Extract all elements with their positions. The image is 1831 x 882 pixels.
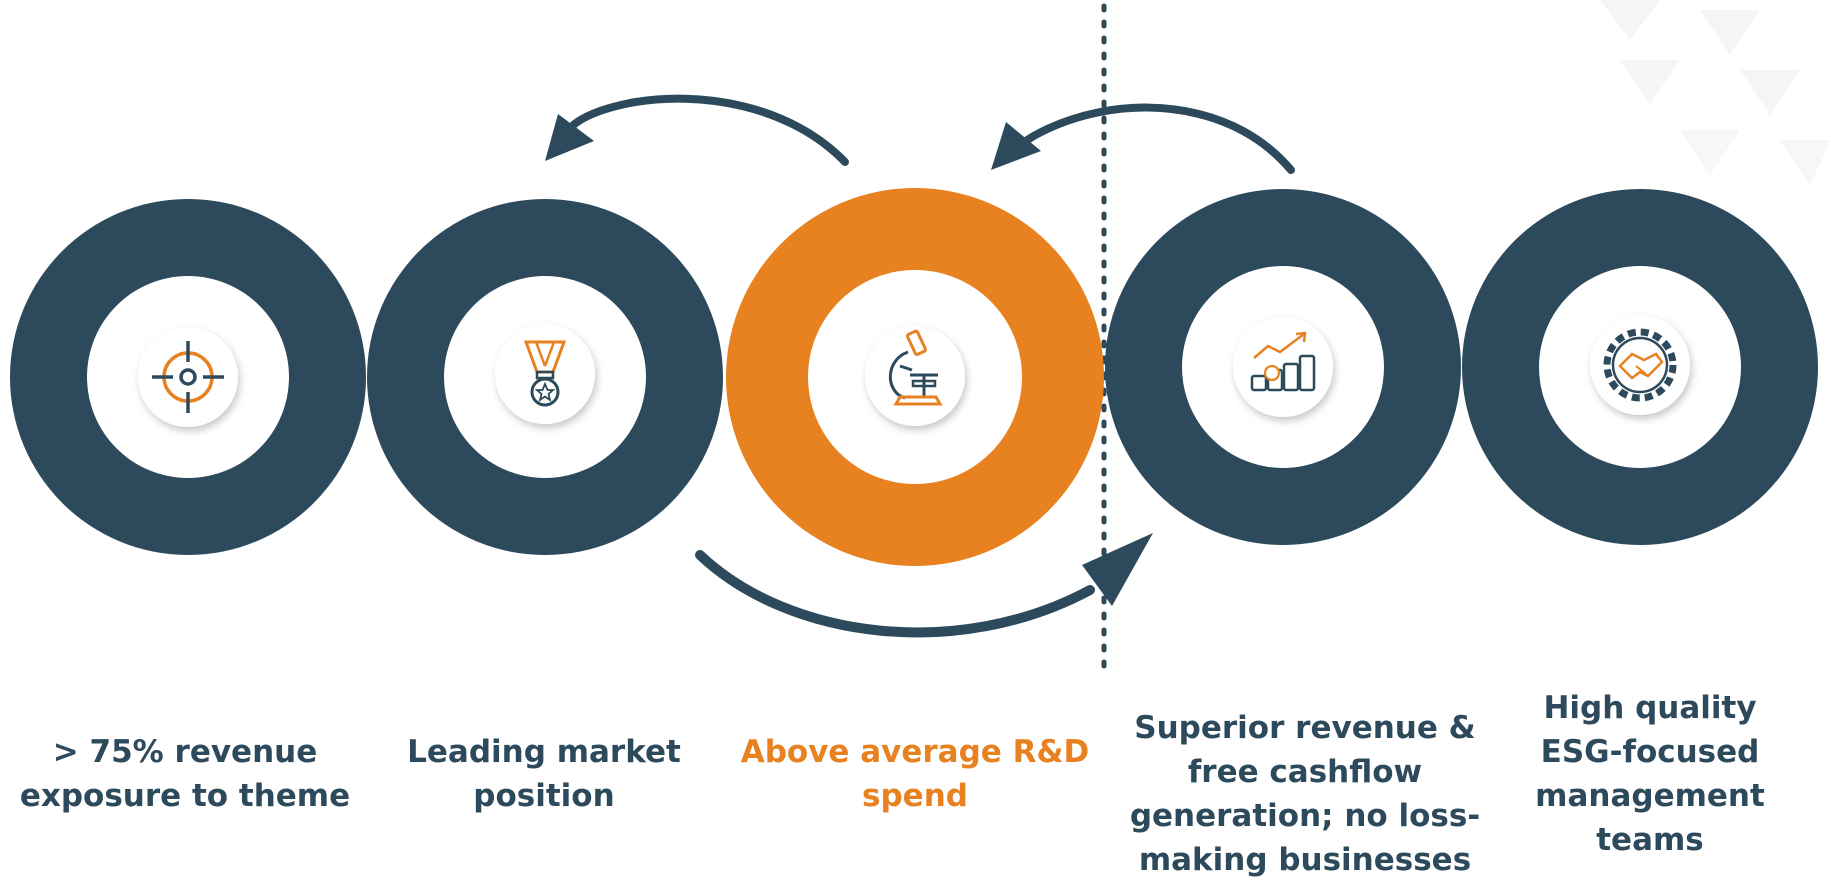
coins-growth-icon <box>1233 317 1333 417</box>
label-line: Above average R&D <box>740 734 1090 770</box>
target-crosshair-icon <box>138 327 238 427</box>
label-line: exposure to theme <box>19 778 351 814</box>
label-line: teams <box>1596 822 1704 858</box>
stage-3-label: Above average R&D spend <box>735 730 1095 818</box>
label-line: free cashflow <box>1187 754 1423 790</box>
label-line: ESG-focused <box>1540 734 1760 770</box>
medal-icon <box>495 324 595 424</box>
label-line: management <box>1535 778 1765 814</box>
stage-1-label: > 75% revenue exposure to theme <box>5 730 365 818</box>
label-line: Superior revenue & <box>1134 710 1476 746</box>
watermark-pattern <box>1600 0 1831 185</box>
arrow-stage3-to-stage4 <box>695 533 1153 638</box>
stage-2-label: Leading market position <box>364 730 724 818</box>
label-line: position <box>473 778 615 814</box>
microscope-icon <box>865 326 965 426</box>
label-line: making businesses <box>1138 842 1472 878</box>
stage-4-label: Superior revenue & free cashflow generat… <box>1125 706 1485 882</box>
label-line: Leading market <box>407 734 681 770</box>
label-line: spend <box>862 778 968 814</box>
handshake-gear-icon <box>1590 315 1690 415</box>
stage-5-label: High quality ESG-focused management team… <box>1470 686 1830 862</box>
label-line: High quality <box>1543 690 1757 726</box>
arrow-stage3-to-stage2 <box>545 94 849 166</box>
label-line: > 75% revenue <box>52 734 318 770</box>
arrow-stage4-to-stage3 <box>991 103 1295 174</box>
label-line: generation; no loss- <box>1129 798 1481 834</box>
